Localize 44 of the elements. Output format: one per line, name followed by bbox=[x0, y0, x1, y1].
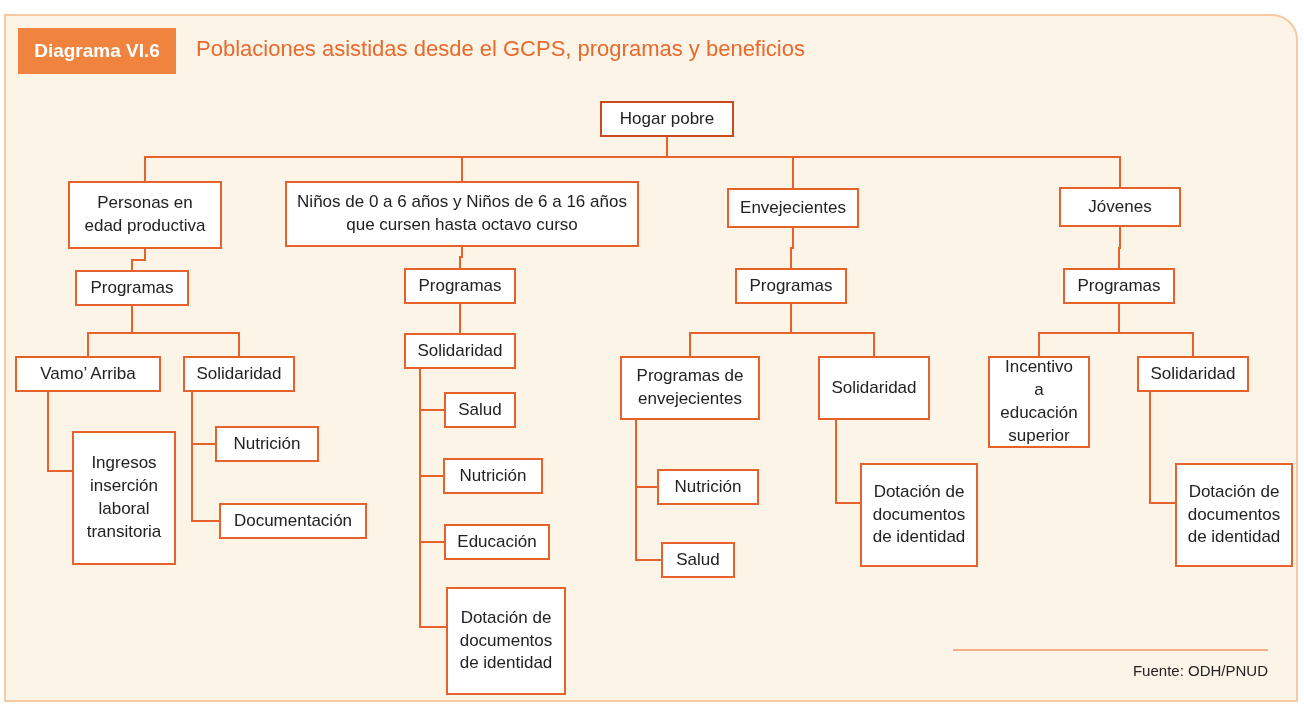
program-box: Personas en edad productiva bbox=[68, 181, 222, 249]
connector-line bbox=[1118, 226, 1121, 269]
program-box: Programas bbox=[1063, 268, 1175, 304]
diagram-title: Poblaciones asistidas desde el GCPS, programas y beneficios bbox=[196, 36, 805, 62]
connector-line bbox=[47, 391, 73, 472]
program-box: Solidaridad bbox=[183, 356, 295, 392]
program-box: Solidaridad bbox=[818, 356, 930, 420]
program-box: Documentación bbox=[219, 503, 367, 539]
connector-line bbox=[459, 303, 461, 334]
diagram-number-tab: Diagrama VI.6 bbox=[18, 28, 176, 74]
source-note: Fuente: ODH/PNUD bbox=[1131, 662, 1268, 679]
program-box: Nutrición bbox=[657, 469, 759, 505]
connector-line bbox=[1118, 303, 1194, 357]
program-box: Programas bbox=[735, 268, 847, 304]
connector-line bbox=[131, 305, 240, 357]
program-box: Nutrición bbox=[215, 426, 319, 462]
program-box: Dotación de documentos de identidad bbox=[860, 463, 978, 567]
connector-line bbox=[835, 419, 861, 504]
program-box: Dotación de documentos de identidad bbox=[446, 587, 566, 695]
connector-line bbox=[635, 419, 662, 561]
program-box: Hogar pobre bbox=[600, 101, 734, 137]
program-box: Incentivo a educación superior bbox=[988, 356, 1090, 448]
program-box: Jóvenes bbox=[1059, 187, 1181, 227]
connector-line bbox=[459, 246, 463, 269]
program-box: Ingresos inserción laboral transitoria bbox=[72, 431, 176, 565]
program-box: Envejecientes bbox=[727, 188, 859, 228]
program-box: Dotación de documentos de identidad bbox=[1175, 463, 1293, 567]
program-box: Solidaridad bbox=[404, 333, 516, 369]
program-box: Vamo’ Arriba bbox=[15, 356, 161, 392]
program-box: Salud bbox=[444, 392, 516, 428]
connector-line bbox=[191, 391, 220, 522]
program-box: Programas de envejecientes bbox=[620, 356, 760, 420]
program-box: Salud bbox=[661, 542, 735, 578]
program-box: Nutrición bbox=[443, 458, 543, 494]
program-box: Programas bbox=[404, 268, 516, 304]
program-box: Solidaridad bbox=[1137, 356, 1249, 392]
connector-line bbox=[790, 303, 875, 357]
program-box: Niños de 0 a 6 años y Niños de 6 a 16 años que cursen hasta octavo curso bbox=[285, 181, 639, 247]
connector-line bbox=[1149, 391, 1176, 504]
connector-line bbox=[131, 248, 146, 271]
connector-line bbox=[419, 368, 447, 628]
connector-line bbox=[790, 227, 794, 269]
program-box: Programas bbox=[75, 270, 189, 306]
program-box: Educación bbox=[444, 524, 550, 560]
